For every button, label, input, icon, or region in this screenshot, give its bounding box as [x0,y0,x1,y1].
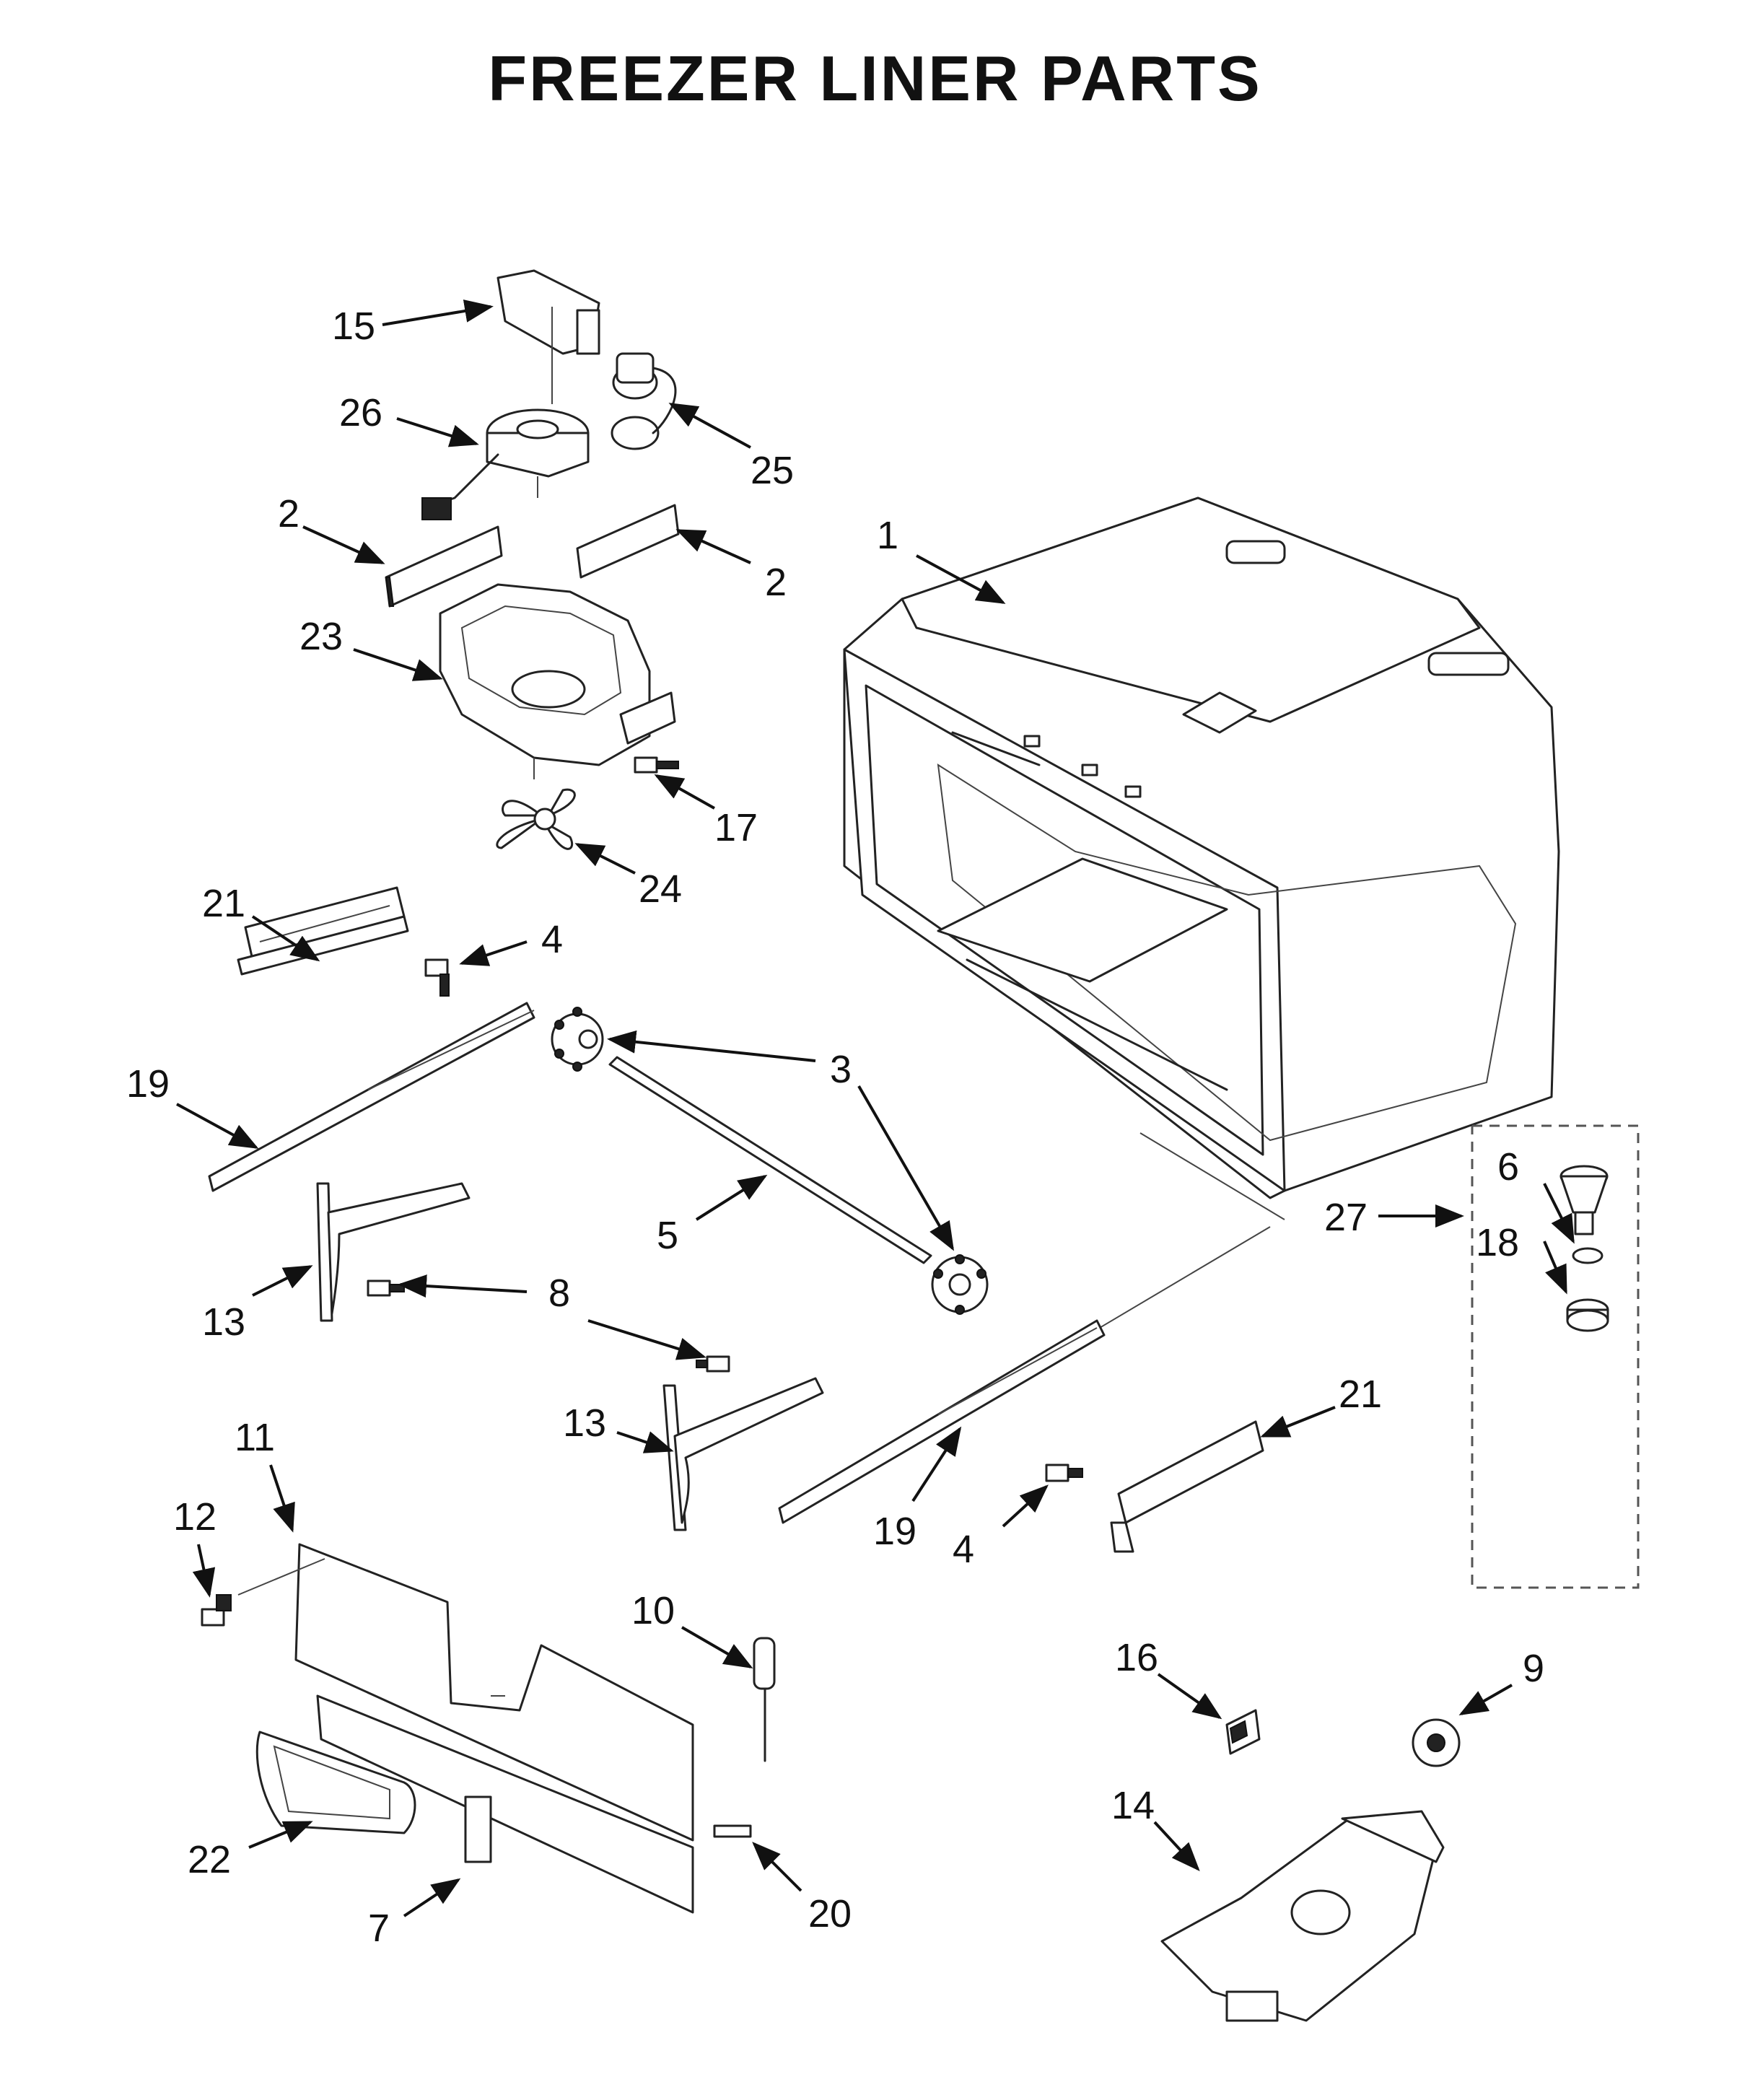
part-4-screw-lower [1045,1464,1083,1482]
part-13-bracket-upper [316,1182,471,1322]
part-12-screw [201,1594,232,1627]
callout-14: 14 [1111,1784,1155,1827]
part-5-axle [608,1056,932,1264]
part-6-drain-fitting [1559,1165,1609,1235]
callout-arrows [176,299,1575,1917]
callout-5: 5 [657,1214,678,1257]
callout-21-lower: 21 [1339,1373,1382,1416]
callout-12: 12 [173,1495,216,1539]
part-2-foam-pad-left [385,525,503,608]
part-10-thermistor [753,1637,776,1762]
callout-24: 24 [639,867,682,911]
part-3-gear-upper [551,1007,604,1072]
part-1-freezer-liner [843,496,1560,1343]
part-8-screw-right [696,1355,730,1373]
callout-15: 15 [332,305,375,348]
callout-6: 6 [1497,1145,1519,1189]
callout-4-upper: 4 [541,918,563,961]
callout-1: 1 [877,514,898,557]
part-9-cam [1412,1718,1461,1767]
part-17-screw [634,756,679,774]
callout-23: 23 [299,615,343,658]
callout-13-upper: 13 [202,1300,245,1344]
part-26-fan-motor [421,408,590,520]
callout-21-upper: 21 [202,882,245,925]
part-14-housing [1160,1810,1445,2022]
part-11-rear-cover [237,1543,694,1914]
part-21-rail-bracket-lower [1110,1420,1264,1553]
part-25-connector [611,352,677,450]
diagram-title: FREEZER LINER PARTS [488,43,1262,114]
callout-25: 25 [751,449,794,492]
callout-19-lower: 19 [873,1510,916,1553]
callout-10: 10 [631,1589,675,1632]
part-22-vent-grille [255,1731,416,1834]
callout-27: 27 [1324,1196,1368,1239]
callout-18: 18 [1476,1221,1519,1264]
part-27-kit-group [1471,1124,1640,1589]
callout-17: 17 [714,806,758,849]
part-21-rail-bracket-upper [237,886,409,976]
callout-22: 22 [188,1838,231,1881]
part-20-foam-strip [713,1824,752,1838]
callout-8: 8 [548,1272,570,1315]
part-7-clip [464,1795,492,1863]
part-4-screw-upper [424,958,450,997]
callout-11: 11 [235,1416,275,1459]
part-18-grommet [1566,1298,1609,1332]
part-23-fan-housing [439,583,676,779]
callout-4-lower: 4 [953,1528,974,1571]
part-8-screw-left [367,1279,405,1297]
callout-2-left: 2 [278,492,299,535]
part-2-foam-pad-right [576,504,680,579]
callout-2-right: 2 [765,561,787,604]
part-24-fan-blade [496,788,576,850]
part-3-gear-lower [931,1254,989,1315]
callout-13-lower: 13 [563,1401,606,1445]
part-19-slide-rail-upper [208,1002,535,1192]
callout-9: 9 [1523,1647,1544,1690]
callout-7: 7 [368,1907,390,1950]
callout-labels: 15 26 25 2 2 1 23 17 24 21 4 19 3 5 13 8… [126,305,1544,1950]
part-19-slide-rail-lower [778,1319,1106,1524]
part-15-evaporator-fan-bracket [496,269,600,404]
part-16-switch [1225,1709,1261,1755]
callout-20: 20 [808,1892,852,1935]
part-ring-seal [1572,1247,1604,1264]
part-13-bracket-lower [662,1377,824,1531]
callout-19-upper: 19 [126,1062,170,1106]
callout-3: 3 [830,1048,852,1091]
callout-16: 16 [1115,1636,1158,1679]
callout-26: 26 [339,391,382,434]
